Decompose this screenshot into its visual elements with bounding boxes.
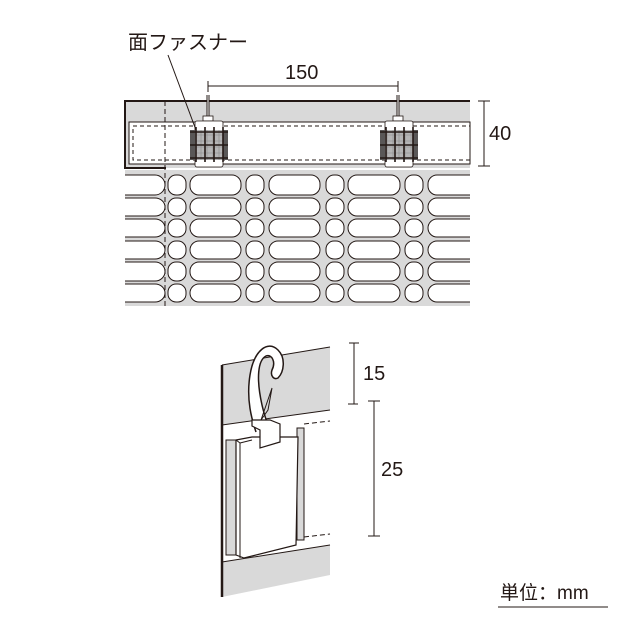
mesh-hole — [167, 218, 187, 238]
mesh-hole — [404, 283, 424, 303]
mesh-hole — [125, 218, 166, 238]
mesh-hole — [404, 197, 424, 217]
mesh-hole — [189, 283, 242, 303]
mesh-hole — [404, 240, 424, 260]
spacing-label: 150 — [285, 62, 319, 84]
mesh-hole — [427, 283, 470, 303]
dimension-150 — [207, 81, 399, 92]
mesh-hole — [245, 283, 265, 303]
mesh-hole — [347, 283, 401, 303]
mesh-hole — [427, 197, 470, 217]
mesh-hole — [189, 240, 242, 260]
mesh-hole — [347, 197, 401, 217]
mesh-hole — [268, 218, 321, 238]
mesh-hole — [268, 261, 321, 282]
mesh-hole — [167, 283, 187, 303]
mesh-hole — [268, 240, 321, 260]
mesh-hole — [167, 197, 187, 217]
tag-height-label: 25 — [381, 459, 404, 481]
mesh-hole — [125, 174, 166, 196]
mesh-hole — [347, 240, 401, 260]
dimension-40 — [478, 100, 490, 167]
fastener — [190, 95, 228, 168]
mesh-hole — [268, 283, 321, 303]
mesh-hole — [167, 240, 187, 260]
mesh-hole — [268, 174, 321, 196]
dimension-25 — [368, 400, 380, 537]
mesh-hole — [189, 261, 242, 282]
leader-line — [167, 54, 197, 131]
rail — [124, 100, 471, 169]
mesh-hole — [189, 197, 242, 217]
mesh-hole — [125, 261, 166, 282]
mesh-hole — [245, 218, 265, 238]
mesh-net — [125, 170, 470, 306]
mesh-hole — [347, 261, 401, 282]
mesh-hole — [189, 174, 242, 196]
mesh-hole — [427, 174, 470, 196]
mesh-hole — [245, 197, 265, 217]
mesh-hole — [325, 240, 345, 260]
mesh-hole — [347, 218, 401, 238]
mesh-hole — [245, 240, 265, 260]
unit-label: 単位：mm — [500, 583, 589, 604]
mesh-hole — [245, 261, 265, 282]
mesh-hole — [325, 197, 345, 217]
mesh-hole — [404, 218, 424, 238]
mesh-hole — [325, 283, 345, 303]
mesh-hole — [325, 174, 345, 196]
fastener-label: 面ファスナー — [128, 32, 248, 54]
mesh-hole — [427, 218, 470, 238]
hook-height-label: 15 — [363, 363, 386, 385]
mesh-hole — [427, 240, 470, 260]
mesh-hole — [427, 261, 470, 282]
mesh-hole — [347, 174, 401, 196]
mesh-hole — [167, 261, 187, 282]
mesh-hole — [245, 174, 265, 196]
band-height-label: 40 — [489, 123, 512, 145]
fastener — [380, 95, 418, 168]
mesh-hole — [404, 174, 424, 196]
mesh-hole — [125, 240, 166, 260]
mesh-hole — [325, 218, 345, 238]
mesh-hole — [125, 197, 166, 217]
mesh-hole — [404, 261, 424, 282]
mesh-hole — [325, 261, 345, 282]
dimension-15 — [348, 342, 359, 405]
side-view — [220, 345, 331, 597]
mesh-hole — [189, 218, 242, 238]
mesh-hole — [167, 174, 187, 196]
mesh-hole — [268, 197, 321, 217]
mesh-hole — [125, 283, 166, 303]
